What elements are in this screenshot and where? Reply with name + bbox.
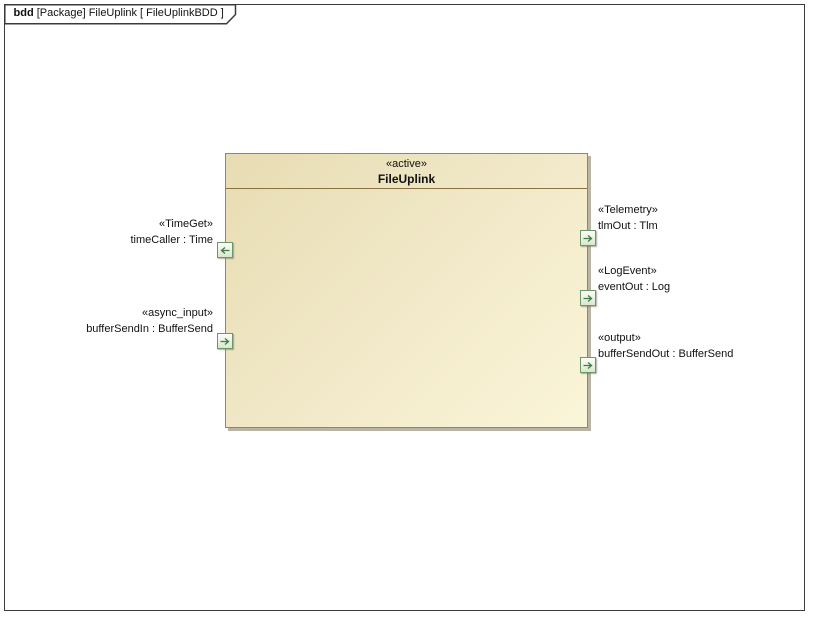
port-name: tlmOut : Tlm [598,220,658,232]
port-stereotype: «LogEvent» [598,265,657,277]
frame-tab-shape [3,3,236,25]
arrow-left-icon [220,246,230,254]
frame-title-tab[interactable]: bdd [Package] FileUplink [ FileUplinkBDD… [3,3,238,25]
port-stereotype: «async_input» [142,307,213,319]
diagram-title-text: [Package] FileUplink [ FileUplinkBDD ] [36,6,224,19]
port-label-buffersendout: «output» bufferSendOut : BufferSend [598,330,733,362]
arrow-right-icon [583,234,593,242]
port-stereotype: «Telemetry» [598,204,658,216]
block-name: FileUplink [377,172,436,186]
port-label-buffersendin: «async_input» bufferSendIn : BufferSend [86,305,213,337]
arrow-right-icon [583,294,593,302]
block-header-compartment: «active» FileUplink [226,154,587,189]
diagram-kind-keyword: bdd [13,6,34,19]
port-label-tlmout: «Telemetry» tlmOut : Tlm [598,202,658,234]
port-eventout[interactable] [580,290,596,306]
port-name: eventOut : Log [598,281,671,293]
port-label-eventout: «LogEvent» eventOut : Log [598,263,670,295]
block-fileuplink[interactable]: «active» FileUplink [225,153,588,428]
frame-title: bdd [Package] FileUplink [ FileUplinkBDD… [14,6,224,21]
port-buffersendout[interactable] [580,357,596,373]
port-label-timecaller: «TimeGet» timeCaller : Time [130,216,213,248]
port-stereotype: «TimeGet» [158,218,213,230]
port-name: bufferSendIn : BufferSend [86,323,213,335]
block-stereotype: «active» [386,158,427,170]
port-name: timeCaller : Time [130,234,213,246]
port-tlmout[interactable] [580,230,596,246]
arrow-right-icon [220,337,230,345]
arrow-right-icon [583,361,593,369]
port-timecaller[interactable] [217,242,233,258]
port-name: bufferSendOut : BufferSend [598,348,734,360]
port-stereotype: «output» [598,332,641,344]
port-buffersendin[interactable] [217,333,233,349]
